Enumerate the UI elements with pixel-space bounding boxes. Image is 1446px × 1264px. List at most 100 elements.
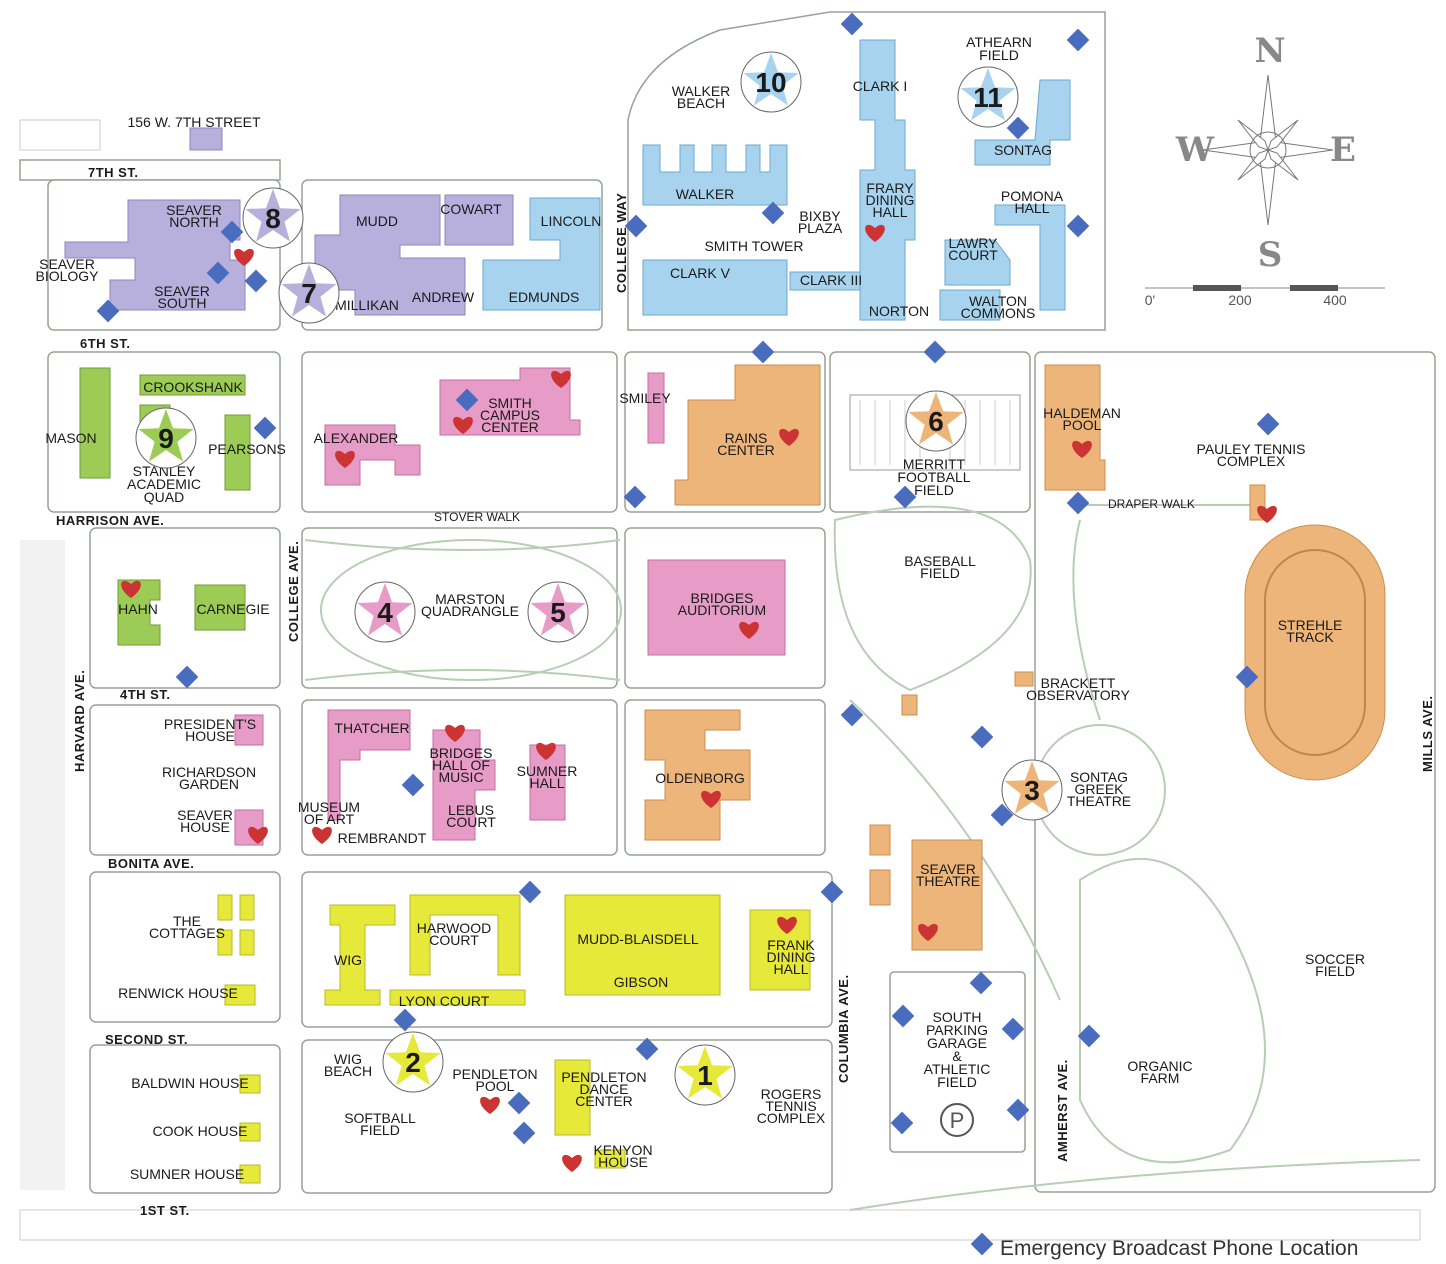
star-number-6: 6 (928, 406, 944, 437)
star-marker-3: 3 (1001, 759, 1063, 821)
label-walker-beach-1: WALKER (672, 83, 731, 99)
label-156-w-7th: 156 W. 7TH STREET (127, 114, 260, 130)
label-sumner-hall-2: HALL (529, 775, 564, 791)
scale-bar: 0' 200 400 (1145, 285, 1385, 308)
phone-diamond-icon (1006, 1098, 1030, 1122)
star-marker-10: 10 (740, 51, 802, 113)
label-sontag-greek-3: THEATRE (1067, 793, 1131, 809)
phone-diamond-icon (1077, 1024, 1101, 1048)
label-seaver-north-2: NORTH (169, 214, 219, 230)
label-softball-1: SOFTBALL (344, 1110, 416, 1126)
label-sontag-greek-2: GREEK (1074, 781, 1124, 797)
label-merritt-3: FIELD (914, 482, 954, 498)
street-mills: MILLS AVE. (1420, 696, 1435, 773)
building-harwood (409, 894, 521, 976)
heart-icon (453, 416, 473, 434)
heart-icon (1257, 505, 1277, 523)
label-pomona-hall-1: POMONA (1001, 188, 1064, 204)
label-athearn-1: ATHEARN (966, 34, 1032, 50)
heart-icon (445, 724, 465, 742)
building-kenyon (594, 1149, 626, 1169)
label-strehle-2: TRACK (1286, 629, 1334, 645)
yellow-buildings (217, 894, 811, 1184)
compass-rose-icon (1202, 74, 1334, 226)
strehle-track (1244, 524, 1386, 781)
label-frank-3: HALL (773, 961, 808, 977)
heart-icon (779, 428, 799, 446)
building-walker (642, 144, 788, 206)
label-pomona-hall-2: HALL (1014, 200, 1049, 216)
label-merritt-1: MERRITT (903, 456, 966, 472)
label-smith-center-2: CAMPUS (480, 407, 540, 423)
label-marston-1: MARSTON (435, 591, 505, 607)
label-harwood-1: HARWOOD (417, 920, 491, 936)
label-millikan: MILLIKAN (335, 297, 399, 313)
heart-icon (234, 248, 254, 266)
compass-s: S (1258, 235, 1283, 275)
label-rogers-3: COMPLEX (757, 1110, 826, 1126)
building-lyon (389, 989, 526, 1006)
label-sontag: SONTAG (994, 142, 1052, 158)
label-clark-v: CLARK V (670, 265, 731, 281)
star-number-2: 2 (405, 1047, 421, 1078)
label-pendleton-dance-1: PENDLETON (561, 1069, 646, 1085)
label-haldeman-2: POOL (1063, 417, 1102, 433)
label-seaver-south-1: SEAVER (154, 283, 210, 299)
label-baseball-2: FIELD (920, 565, 960, 581)
label-edmunds: EDMUNDS (509, 289, 580, 305)
label-bridges-music-2: HALL OF (432, 757, 490, 773)
building-bridges-music (432, 729, 496, 841)
star-marker-1: 1 (674, 1044, 736, 1106)
label-walton-2: COMMONS (961, 305, 1036, 321)
label-brackett-1: BRACKETT (1041, 675, 1116, 691)
label-smith-center-3: CENTER (481, 419, 539, 435)
label-sontag-greek-1: SONTAG (1070, 769, 1128, 785)
label-mudd-blaisdell: MUDD-BLAISDELL (577, 931, 699, 947)
building-renwick (224, 984, 256, 1006)
label-pauley-2: COMPLEX (1217, 453, 1286, 469)
label-strehle-1: STREHLE (1278, 617, 1343, 633)
phone-diamond-icon (970, 725, 994, 749)
street-second: SECOND ST. (105, 1032, 188, 1047)
label-brackett-2: OBSERVATORY (1026, 687, 1130, 703)
label-bridges-aud-2: AUDITORIUM (678, 602, 766, 618)
label-lawry-1: LAWRY (948, 235, 998, 251)
label-sumner-house: SUMNER HOUSE (130, 1166, 244, 1182)
label-marston-2: QUADRANGLE (421, 603, 519, 619)
building-oldenborg (644, 709, 751, 841)
heart-icon (480, 1096, 500, 1114)
label-wig-beach-2: BEACH (324, 1063, 372, 1079)
pink-buildings (234, 367, 786, 846)
phone-diamond-icon (253, 416, 277, 440)
label-pendleton-dance-3: CENTER (575, 1093, 633, 1109)
heart-icon (1072, 440, 1092, 458)
label-seaver-house-2: HOUSE (180, 819, 230, 835)
building-cowart (444, 194, 514, 246)
label-bridges-music-1: BRIDGES (429, 745, 492, 761)
legend-label: Emergency Broadcast Phone Location (1000, 1237, 1358, 1260)
label-presidents-2: HOUSE (185, 728, 235, 744)
label-carnegie: CARNEGIE (196, 601, 269, 617)
star-number-7: 7 (301, 278, 317, 309)
phone-diamond-icon (751, 340, 775, 364)
parking-sign: P (950, 1108, 965, 1133)
heart-icon (865, 224, 885, 242)
building-lawry (944, 239, 1011, 286)
heart-icon (248, 826, 268, 844)
label-mason: MASON (45, 430, 96, 446)
label-cowart: COWART (440, 201, 502, 217)
label-andrew: ANDREW (412, 289, 475, 305)
label-rogers-2: TENNIS (765, 1098, 816, 1114)
label-soccer-1: SOCCER (1305, 951, 1365, 967)
label-walker-beach-2: BEACH (677, 95, 725, 111)
building-lincoln (482, 197, 601, 311)
label-haldeman-1: HALDEMAN (1043, 405, 1121, 421)
label-organic-1: ORGANIC (1127, 1058, 1192, 1074)
label-wig-beach-1: WIG (334, 1051, 362, 1067)
draper-walk-label: DRAPER WALK (1108, 497, 1195, 511)
phone-diamond-icon (96, 299, 120, 323)
phone-diamond-icon (455, 388, 479, 412)
heart-icon (701, 790, 721, 808)
label-hahn: HAHN (118, 601, 158, 617)
